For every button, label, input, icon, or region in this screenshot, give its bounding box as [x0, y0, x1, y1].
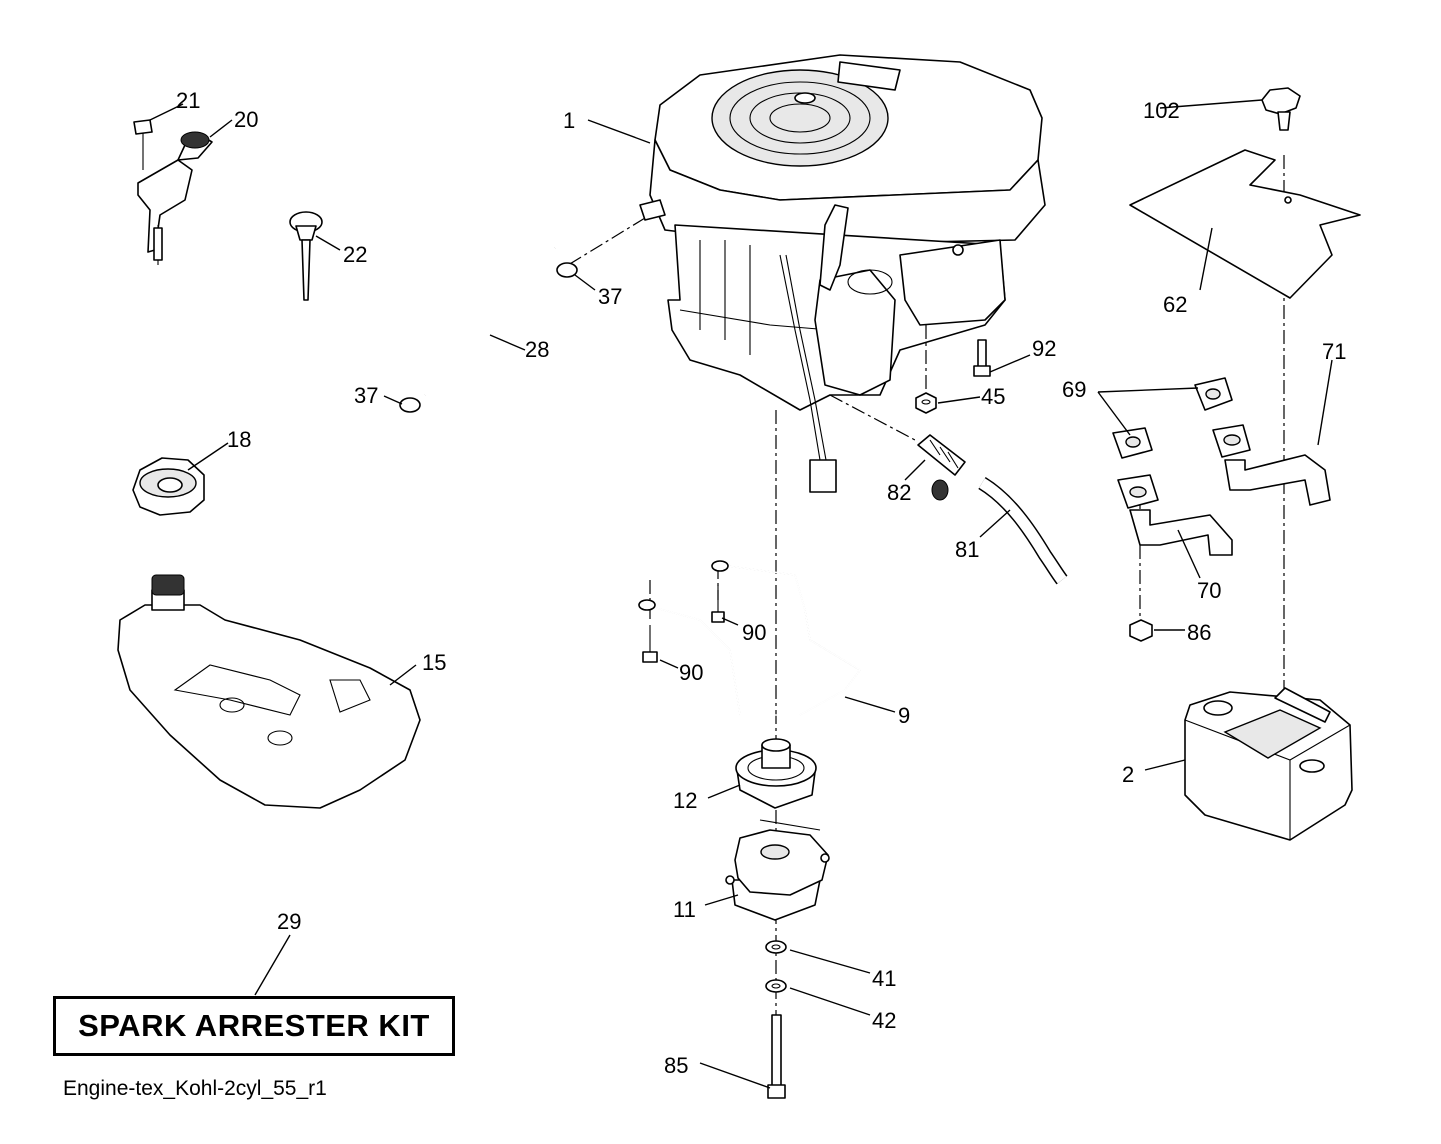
exhaust-pipe-part-70 [1117, 474, 1233, 556]
engine-part-1 [639, 54, 1046, 493]
callout-71: 71 [1322, 339, 1346, 364]
callout-41: 41 [872, 966, 896, 991]
bolt-part-21 [133, 119, 153, 170]
callout-1: 1 [563, 108, 575, 133]
callout-86: 86 [1187, 620, 1211, 645]
choke-knob-part-22 [289, 211, 323, 301]
callout-21: 21 [176, 88, 200, 113]
bolt-part-90-lower [642, 625, 658, 663]
washer-part-41 [765, 940, 787, 954]
callout-81: 81 [955, 537, 979, 562]
pulley-part-12 [735, 738, 817, 809]
callout-15: 15 [422, 650, 446, 675]
fuel-line-part-28 [399, 245, 578, 413]
callout-82: 82 [887, 480, 911, 505]
bolt-part-85 [767, 1014, 786, 1099]
callout-69: 69 [1062, 377, 1086, 402]
callout-20: 20 [234, 107, 258, 132]
throttle-bracket-part-20 [137, 131, 213, 265]
callout-28: 28 [525, 337, 549, 362]
callout-22: 22 [343, 242, 367, 267]
callout-11: 11 [673, 897, 696, 922]
callout-45: 45 [981, 384, 1005, 409]
callout-102: 102 [1143, 98, 1180, 123]
diagram-code: Engine-tex_Kohl-2cyl_55_r1 [63, 1077, 327, 1100]
knob-part-102 [1261, 87, 1301, 131]
fitting-part-82 [917, 434, 966, 501]
support-frame-part-9 [638, 560, 862, 716]
nut-part-86 [1129, 619, 1153, 642]
leader-lines [149, 99, 1333, 1089]
callout-70: 70 [1197, 578, 1221, 603]
gasket-part-69 [1112, 377, 1233, 459]
callout-12: 12 [673, 788, 697, 813]
exhaust-pipe-part-71 [1212, 424, 1331, 506]
fuel-tank-part-15 [117, 574, 421, 809]
muffler-part-2 [1184, 687, 1353, 841]
callout-90-upper: 90 [742, 620, 766, 645]
callout-18: 18 [227, 427, 251, 452]
washer-part-42 [765, 979, 787, 993]
callout-9: 9 [898, 703, 910, 728]
callout-37-lower: 37 [354, 383, 378, 408]
heat-shield-part-62 [1129, 149, 1361, 299]
fuel-cap-part-18 [132, 457, 205, 516]
callout-90-lower: 90 [679, 660, 703, 685]
hose-part-81 [978, 477, 1068, 585]
callout-42: 42 [872, 1008, 896, 1033]
spark-arrester-kit-label: SPARK ARRESTER KIT [78, 1008, 430, 1043]
callout-92: 92 [1032, 336, 1056, 361]
nut-part-45 [915, 392, 937, 414]
bolt-part-92 [973, 339, 991, 377]
callout-62: 62 [1163, 292, 1187, 317]
bolt-part-90-upper [711, 585, 725, 623]
pto-clutch-part-11 [725, 819, 830, 921]
callout-37-upper: 37 [598, 284, 622, 309]
callout-29: 29 [277, 909, 301, 934]
callout-labels: 1 2 9 11 12 15 18 20 21 22 28 29 37 37 4… [176, 88, 1346, 1078]
spark-arrester-kit-box: SPARK ARRESTER KIT [53, 996, 455, 1056]
callout-85: 85 [664, 1053, 688, 1078]
callout-2: 2 [1122, 762, 1134, 787]
